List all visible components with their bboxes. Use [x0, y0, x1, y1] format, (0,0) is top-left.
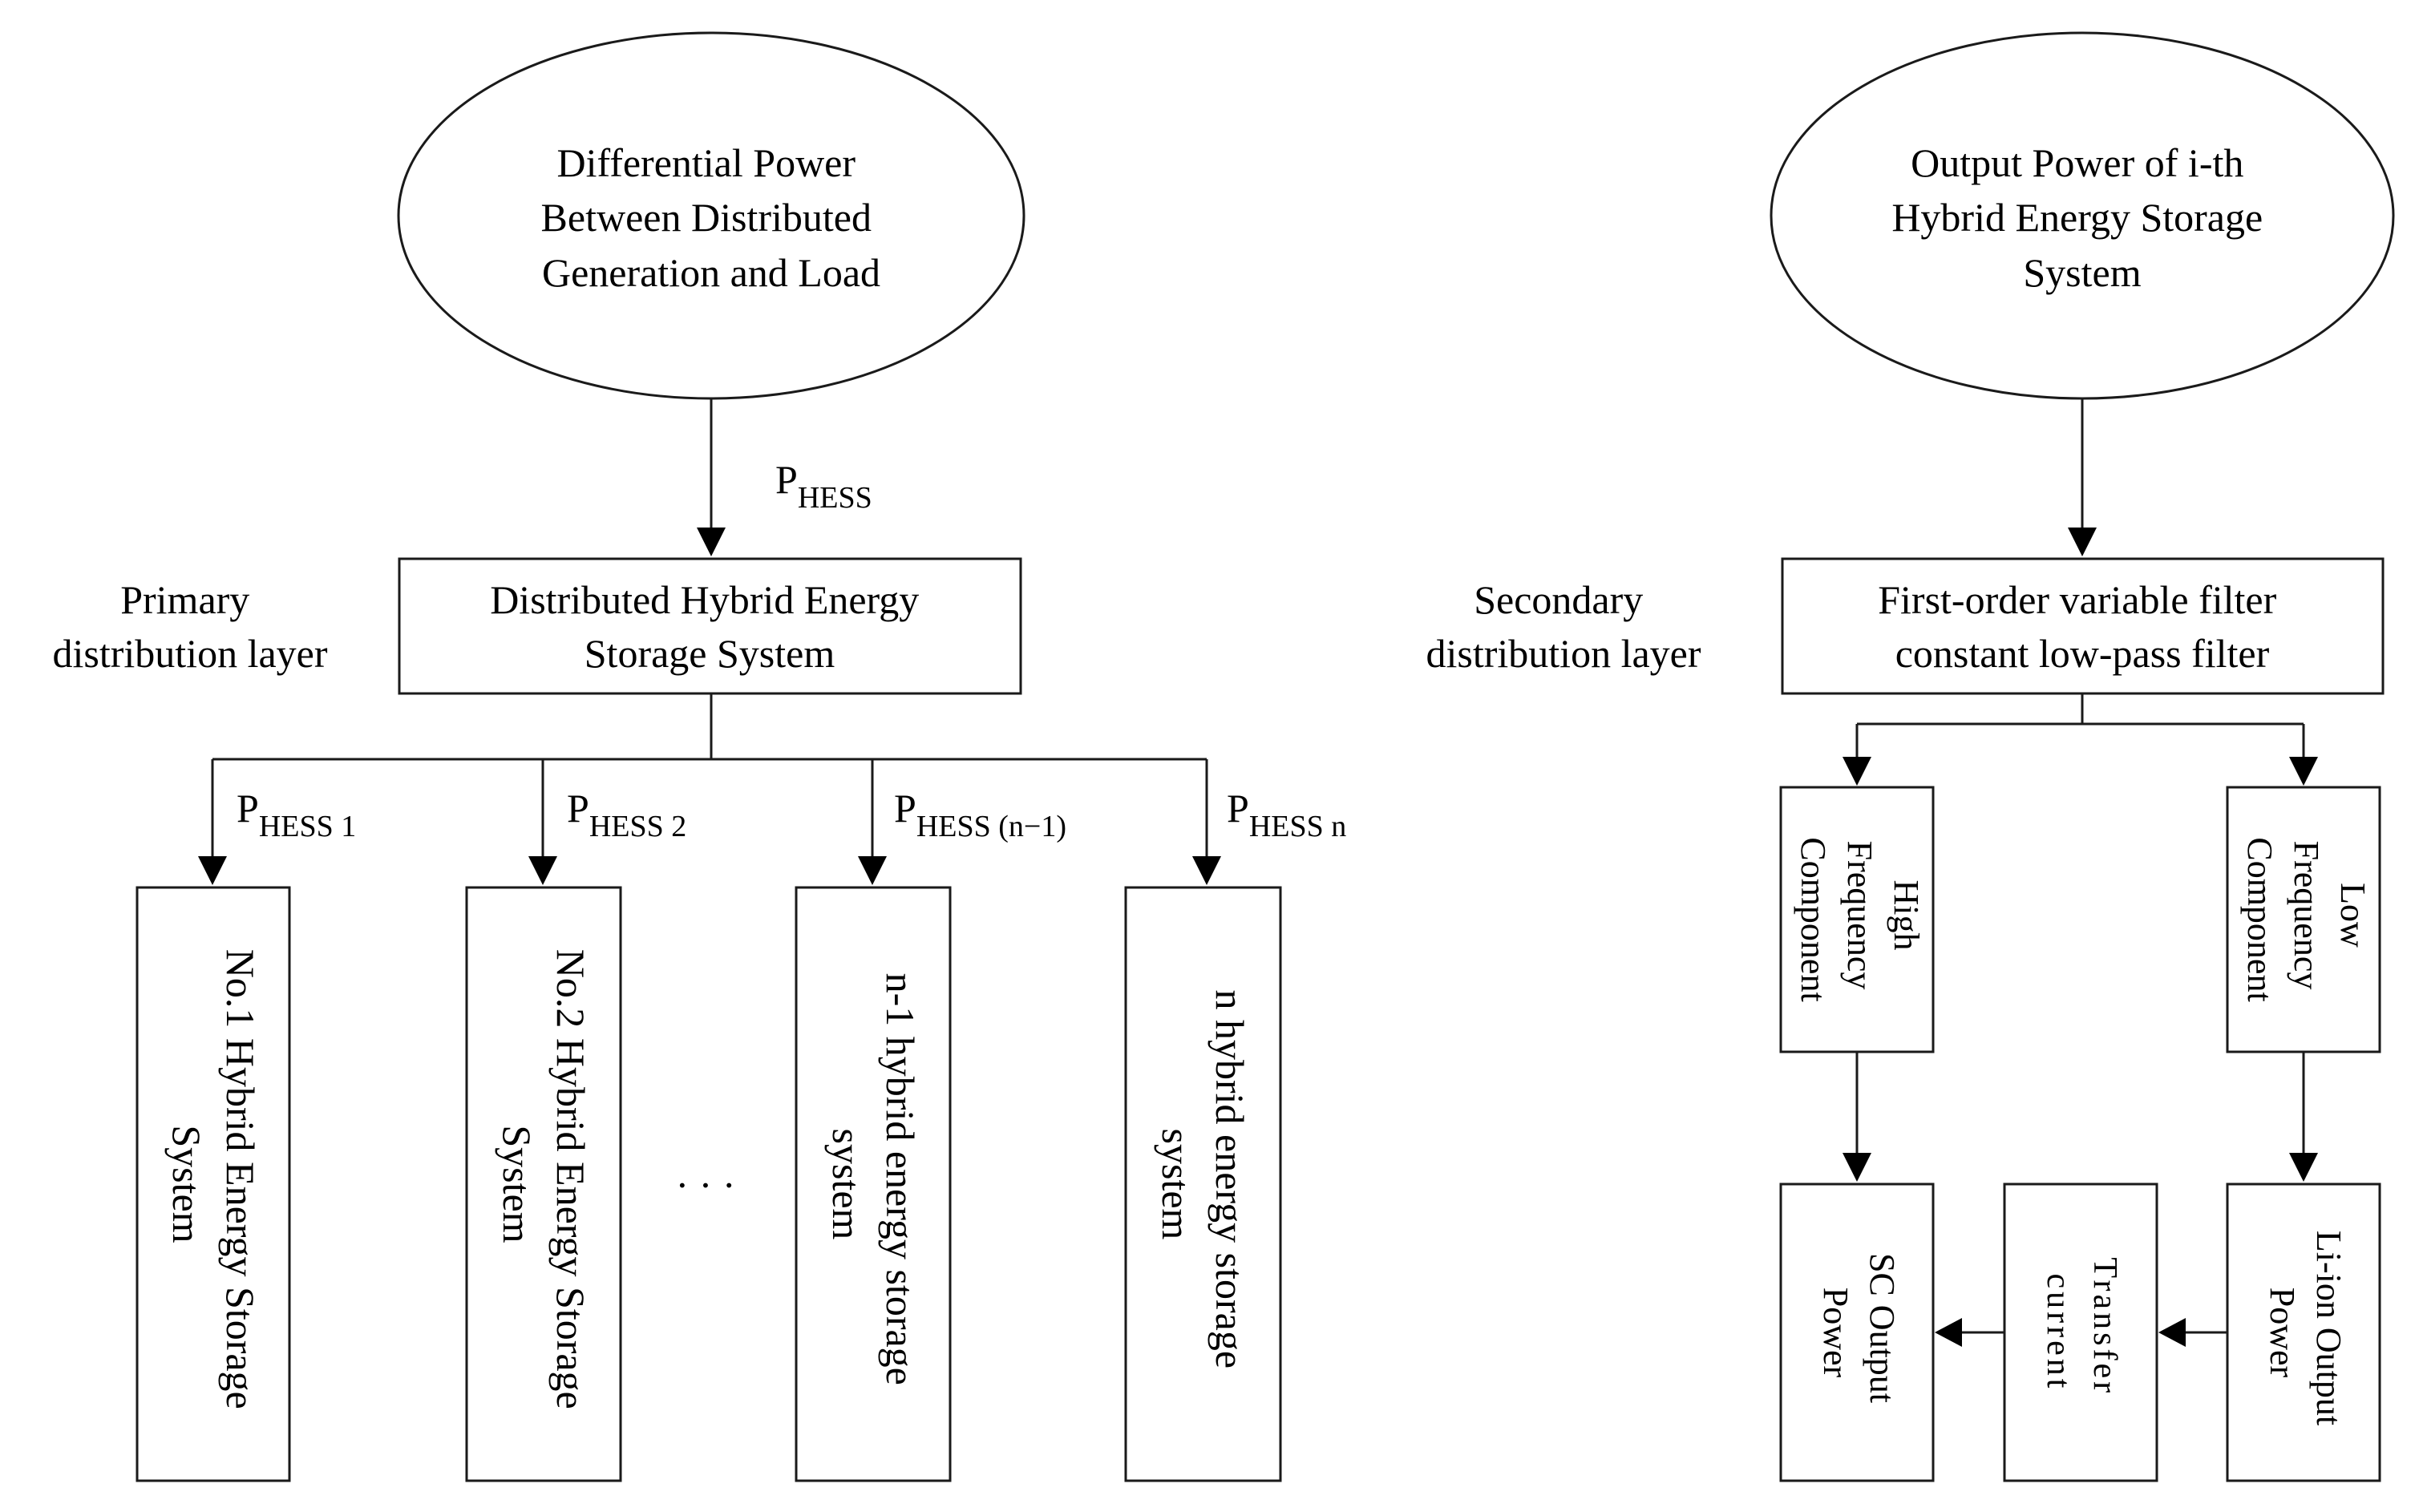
distributed-hess-label-line-2: Storage System [585, 631, 835, 676]
low-frequency-label-line-1: Low [2333, 883, 2372, 948]
phess-2-label: PHESS 2 [567, 786, 686, 843]
svg-text:SC Output Power: SC Output Power [1816, 1253, 1902, 1412]
hess-unit-1-label-line-1: No.1 Hybrid Energy Storage [218, 949, 263, 1409]
primary-layer-label: Primary distribution layer [53, 577, 328, 676]
low-frequency-label-line-3: Component [2240, 837, 2279, 1001]
phess-1-label: PHESS 1 [237, 786, 356, 843]
svg-text:No.2 Hybrid Energy Storage: No.2 Hybrid Energy Storage System [495, 949, 593, 1419]
svg-text:High Frequency: High Frequency Component [1794, 837, 1926, 1001]
ellipsis: · · · [676, 1162, 736, 1207]
distributed-hess-label-line-1: Distributed Hybrid Energy [490, 577, 919, 622]
differential-power-label-line-3: Generation and Load [542, 250, 880, 295]
phess-label: PHESS [775, 457, 872, 515]
hess-unit-n-minus-1-label-line-2: system [824, 1129, 869, 1240]
svg-text:Distributed Hybrid Energy: Distributed Hybrid Energy Storage System [490, 577, 929, 676]
svg-text:First-order variable filter: First-order variable filter constant low… [1878, 577, 2287, 676]
transfer-arrows [1935, 1318, 2227, 1347]
differential-power-label-line-2: Between Distributed [541, 195, 872, 240]
branch-arrow-2 [528, 759, 557, 885]
output-power-arrow [2068, 398, 2097, 556]
distributed-hess-box: Distributed Hybrid Energy Storage System [398, 557, 1022, 695]
secondary-layer-label: Secondary distribution layer [1426, 577, 1701, 676]
output-power-label-line-2: Hybrid Energy Storage [1891, 195, 2263, 240]
hess-unit-n-label-line-1: n hybrid energy storage [1207, 989, 1252, 1368]
high-frequency-label-line-1: High [1887, 880, 1926, 951]
output-power-node: Output Power of i-th Hybrid Energy Stora… [1770, 31, 2395, 400]
svg-text:No.1 Hybrid Energy Storage: No.1 Hybrid Energy Storage System [164, 949, 263, 1419]
hess-unit-2-label-line-2: System [495, 1125, 540, 1243]
transfer-current-label-line-1: Transfer [2086, 1257, 2123, 1396]
transfer-current-box: Transfer current [2003, 1183, 2158, 1482]
liion-output-label-line-1: Li-ion Output [2309, 1231, 2348, 1425]
svg-text:Low Frequency: Low Frequency Component [2240, 837, 2372, 1001]
hess-unit-1-label-line-2: System [164, 1125, 209, 1243]
output-power-label-line-3: System [2023, 250, 2141, 295]
differential-power-label-line-1: Differential Power [556, 140, 856, 185]
primary-layer-section: Differential Power Between Distributed G… [53, 31, 1346, 1482]
filter-label-line-2: constant low-pass filter [1895, 631, 2270, 676]
secondary-layer-section: Output Power of i-th Hybrid Energy Stora… [1426, 31, 2395, 1482]
svg-text:Li-ion Output Power: Li-ion Output Power [2263, 1231, 2348, 1434]
hess-unit-n-label-line-2: system [1154, 1129, 1199, 1240]
phess-arrow: PHESS [697, 398, 872, 556]
liion-output-label-line-2: Power [2263, 1288, 2302, 1378]
svg-text:Transfer current: Transfer current [2040, 1257, 2123, 1407]
high-frequency-label-line-2: Frequency [1840, 841, 1879, 990]
branch-connectors: PHESS 1 PHESS 2 PHESS (n−1) PHESS n [198, 693, 1346, 885]
transfer-current-label-line-2: current [2040, 1274, 2077, 1392]
phess-n-label: PHESS n [1227, 786, 1346, 843]
svg-text:n-1 hybrid energy storage: n-1 hybrid energy storage system [824, 973, 923, 1396]
branch-arrow-1 [198, 759, 227, 885]
liion-output-box: Li-ion Output Power [2226, 1183, 2381, 1482]
filter-split-connectors [1843, 693, 2318, 786]
sc-output-label-line-1: SC Output [1863, 1253, 1902, 1403]
branch-arrow-4 [1192, 759, 1221, 885]
svg-text:Output Power of i-th H: Output Power of i-th Hybrid Energy Stora… [1891, 140, 2272, 295]
sc-output-box: SC Output Power [1779, 1183, 1935, 1482]
low-frequency-box: Low Frequency Component [2226, 786, 2381, 1053]
sc-output-label-line-2: Power [1816, 1288, 1855, 1378]
low-frequency-label-line-2: Frequency [2287, 841, 2326, 990]
hess-unit-n-box: n hybrid energy storage system [1124, 886, 1282, 1482]
differential-power-node: Differential Power Between Distributed G… [397, 31, 1025, 400]
hess-unit-1-box: No.1 Hybrid Energy Storage System [136, 886, 291, 1482]
hess-unit-2-box: No.2 Hybrid Energy Storage System [465, 886, 622, 1482]
hess-unit-n-minus-1-box: n-1 hybrid energy storage system [795, 886, 952, 1482]
high-frequency-box: High Frequency Component [1779, 786, 1935, 1053]
filter-label-line-1: First-order variable filter [1878, 577, 2276, 622]
low-pass-filter-box: First-order variable filter constant low… [1781, 557, 2385, 695]
output-power-label-line-1: Output Power of i-th [1911, 140, 2243, 185]
svg-text:Differential Power Bet: Differential Power Between Distributed G… [541, 140, 882, 295]
high-frequency-label-line-3: Component [1794, 837, 1833, 1001]
svg-text:n hybrid energy storage: n hybrid energy storage system [1154, 989, 1252, 1378]
frequency-to-output-arrows [1843, 1052, 2318, 1182]
phess-n-minus-1-label: PHESS (n−1) [894, 786, 1066, 843]
branch-arrow-3 [858, 759, 887, 885]
hess-unit-2-label-line-1: No.2 Hybrid Energy Storage [548, 949, 593, 1409]
hess-unit-n-minus-1-label-line-1: n-1 hybrid energy storage [878, 973, 923, 1385]
